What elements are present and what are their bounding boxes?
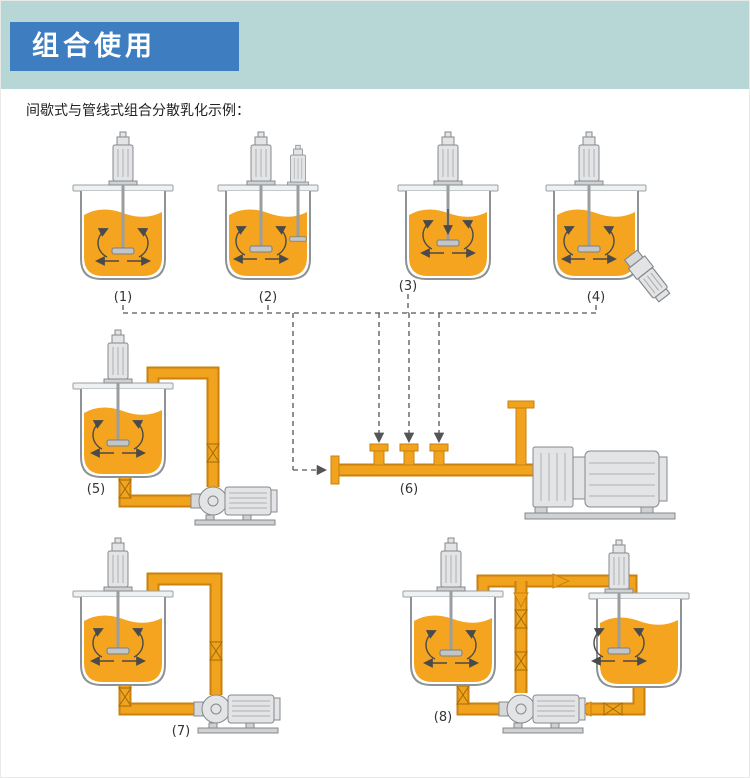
dashed-flow-network (122, 294, 597, 476)
riser-pipe (515, 406, 527, 466)
figure-6-manifold-inline-emulsifier: (6) (330, 400, 676, 520)
figure-4-mixer-with-bottom-emulsifier: (4) (545, 131, 671, 305)
mixer-motor-icon (103, 329, 133, 384)
disperser-head-icon (106, 647, 130, 655)
flow-arrow-right (552, 573, 571, 589)
mixer-motor-icon (604, 539, 634, 594)
manifold-stub (373, 449, 385, 466)
mixer-motor-icon (103, 537, 133, 592)
tank-icon (588, 592, 690, 688)
disperser-head-icon (607, 647, 631, 655)
figure-6-label: (6) (400, 482, 418, 497)
header-band: 组合使用 (1, 1, 749, 89)
disperser-head-icon (106, 439, 130, 447)
figure-5-tank-pump-recirculation: (5) (72, 329, 278, 526)
figure-1-batch-disperser: (1) (72, 131, 174, 305)
mixer-motor-icon (436, 537, 466, 592)
manifold-end-flange (330, 455, 340, 485)
page-title: 组合使用 (32, 31, 156, 62)
figure-5-label: (5) (87, 482, 105, 497)
mixer-motor-icon (433, 131, 463, 186)
caption-text: 间歇式与管线式组合分散乳化示例： (26, 103, 250, 119)
pump-icon (193, 694, 281, 734)
figure-1-label: (1) (114, 290, 132, 305)
figure-2-dual-mixers: (2) (217, 131, 319, 305)
disperser-head-icon (249, 245, 273, 253)
side-emulsifier-icon (623, 249, 671, 303)
figure-7-tank-pump-recirculation: (7) (72, 537, 281, 739)
manifold-stub (433, 449, 445, 466)
figure-8-two-tank-transfer-loop: (8) (402, 537, 690, 734)
secondary-head-icon (289, 236, 307, 242)
tank-icon (402, 590, 504, 686)
figure-8-label: (8) (434, 710, 452, 725)
figure-4-label: (4) (587, 290, 605, 305)
pump-icon (498, 694, 586, 734)
tank-icon (217, 184, 319, 280)
disperser-head-icon (436, 239, 460, 247)
mixer-motor-icon (574, 131, 604, 186)
tank-icon (72, 590, 174, 686)
figure-3-axial-flow-mixer: (3) (397, 131, 499, 294)
mixer-motor-icon (108, 131, 138, 186)
manifold-stub (403, 449, 415, 466)
disperser-head-icon (577, 245, 601, 253)
mixer-motor-icon (246, 131, 276, 186)
figure-2-label: (2) (259, 290, 277, 305)
page-title-badge: 组合使用 (10, 22, 239, 71)
disperser-head-icon (111, 247, 135, 255)
figure-7-label: (7) (172, 724, 190, 739)
disperser-head-icon (439, 649, 463, 657)
flow-arrow-down (513, 592, 529, 609)
tank-icon (72, 382, 174, 478)
pump-icon (190, 486, 278, 526)
secondary-motor-icon (287, 144, 309, 186)
figure-3-label: (3) (399, 279, 417, 294)
inline-emulsifier-icon (507, 400, 676, 520)
